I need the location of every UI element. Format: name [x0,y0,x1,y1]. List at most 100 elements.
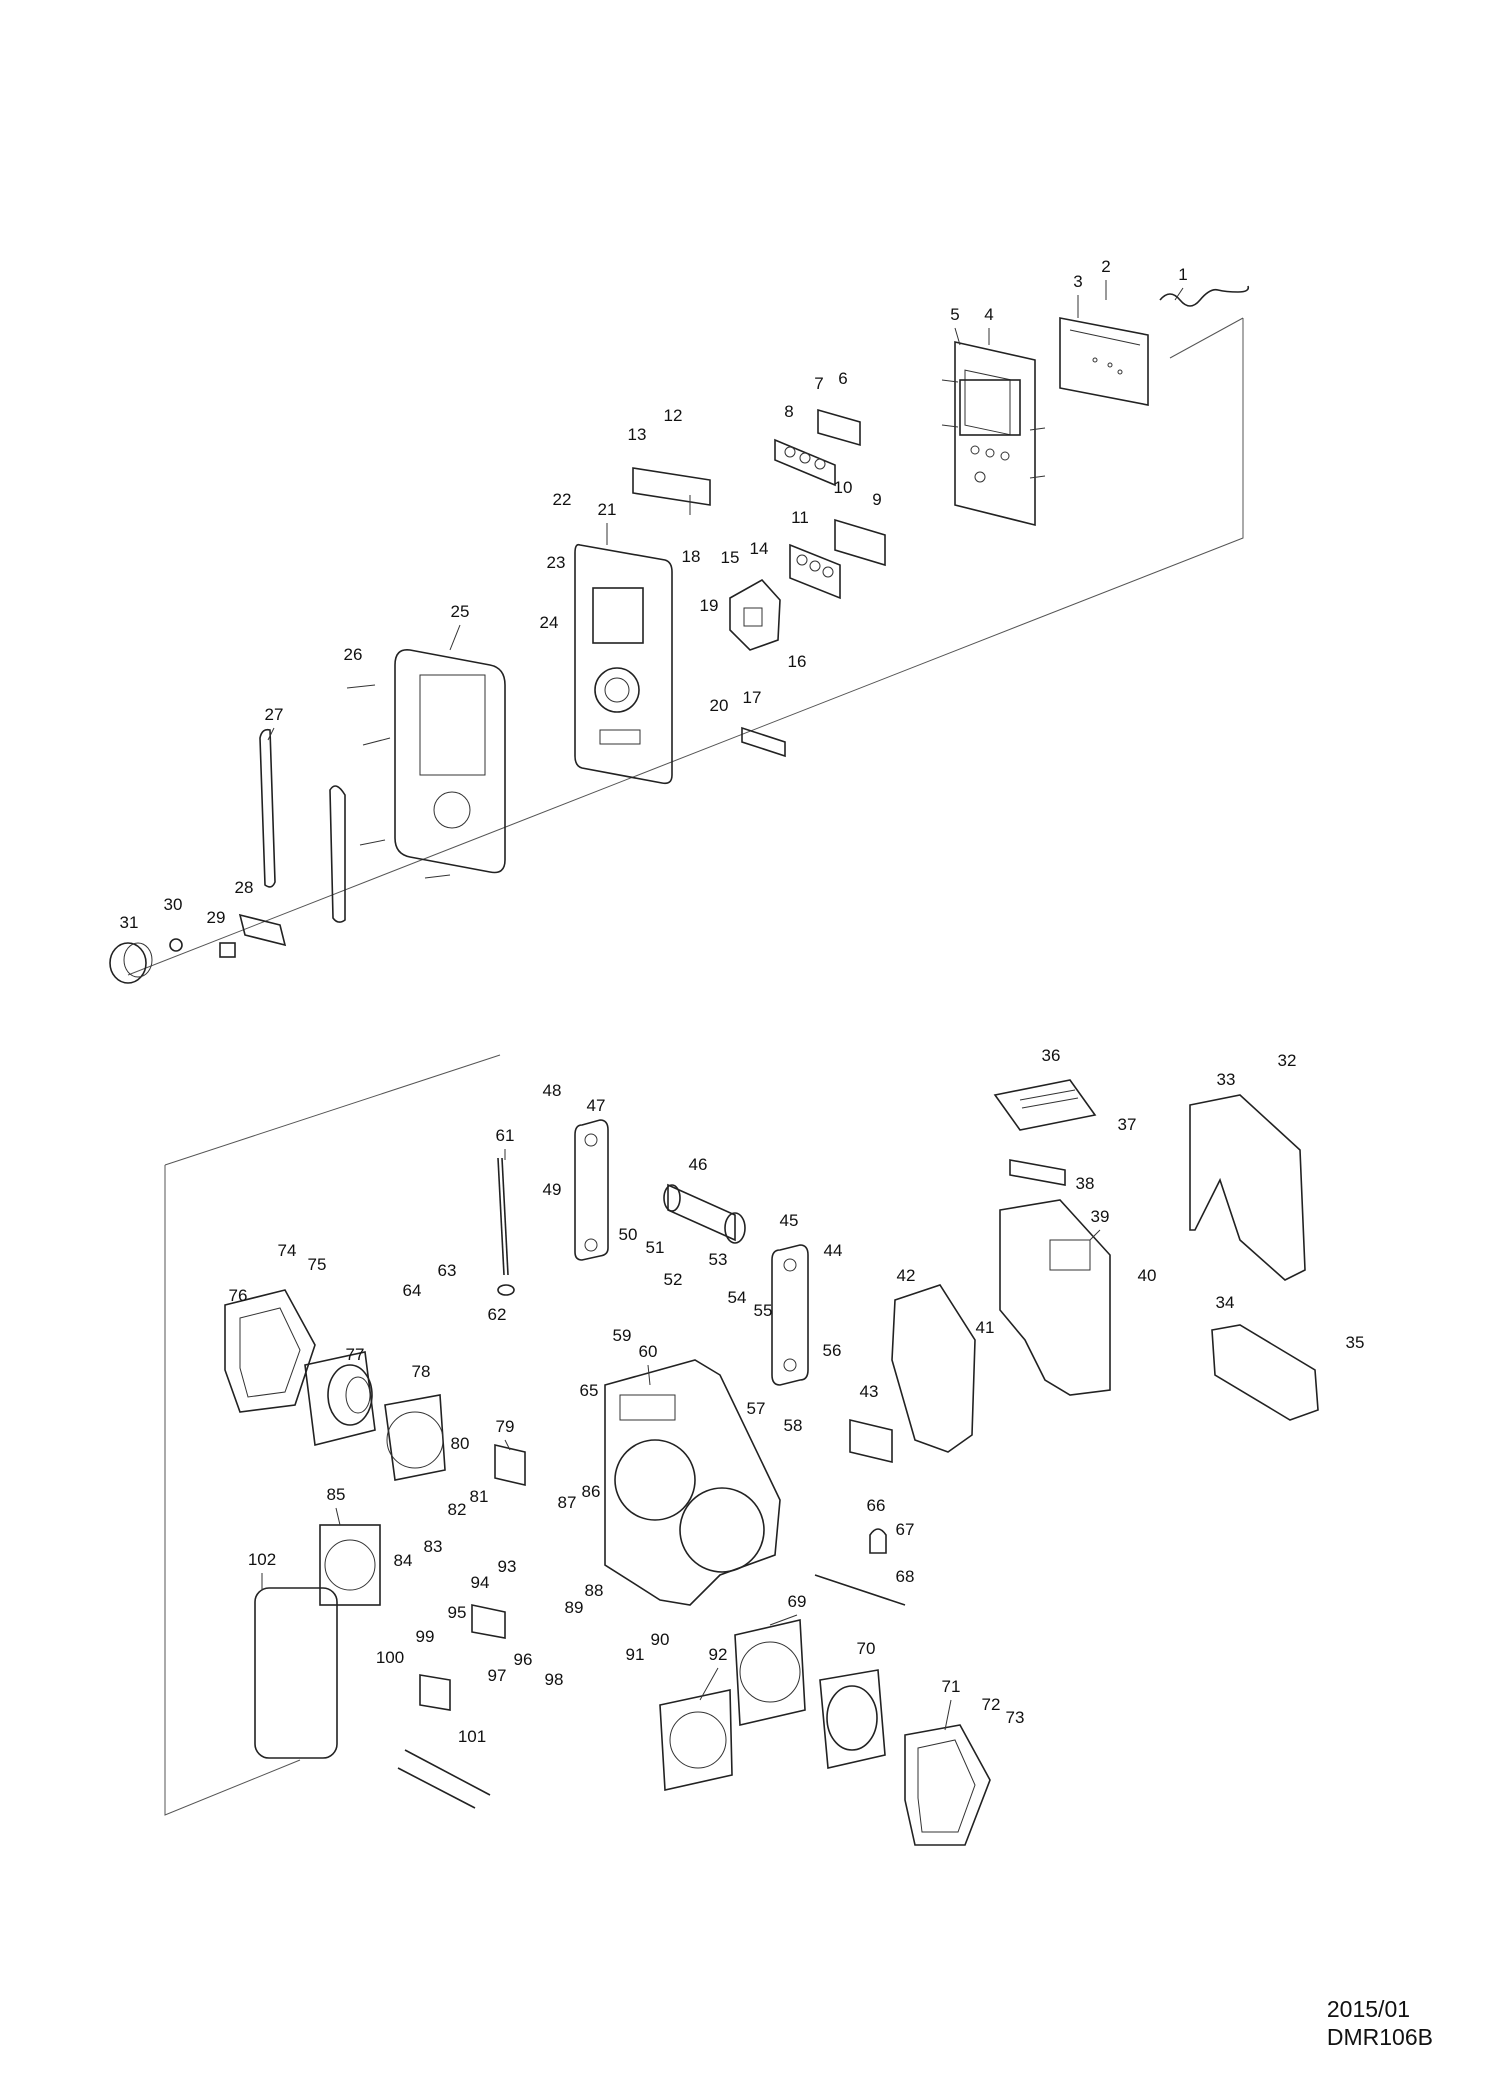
part-label-12: 12 [664,406,683,425]
part-label-84: 84 [394,1551,413,1570]
part-label-37: 37 [1118,1115,1137,1134]
part-label-46: 46 [689,1155,708,1174]
part-label-95: 95 [448,1603,467,1622]
part-label-81: 81 [470,1487,489,1506]
speaker-bracket-small [729,578,781,651]
part-label-31: 31 [120,913,139,932]
part-label-5: 5 [950,305,959,324]
part-label-80: 80 [451,1434,470,1453]
speaker-frame-right [659,1689,733,1791]
part-label-88: 88 [585,1581,604,1600]
part-label-69: 69 [788,1592,807,1611]
part-label-91: 91 [626,1645,645,1664]
part-label-32: 32 [1278,1051,1297,1070]
handle-rod-right [329,785,346,923]
part-label-2: 2 [1101,257,1110,276]
part-label-7: 7 [814,374,823,393]
part-label-14: 14 [750,539,769,558]
part-label-94: 94 [471,1573,490,1592]
part-label-56: 56 [823,1341,842,1360]
part-label-3: 3 [1073,272,1082,291]
part-label-36: 36 [1042,1046,1061,1065]
board-small-99 [419,1674,451,1711]
part-label-83: 83 [424,1537,443,1556]
part-label-70: 70 [857,1639,876,1658]
document-footer: 2015/01 DMR106B [1327,1995,1433,2051]
part-label-40: 40 [1138,1266,1157,1285]
part-label-24: 24 [540,613,559,632]
upper-assembly-box [127,317,1244,976]
part-label-22: 22 [553,490,572,509]
battery-terminal [1009,1159,1066,1186]
part-label-34: 34 [1216,1293,1235,1312]
part-label-77: 77 [346,1345,365,1364]
speaker-gasket-right [734,1619,806,1726]
part-label-18: 18 [682,547,701,566]
part-label-65: 65 [580,1381,599,1400]
part-label-74: 74 [278,1241,297,1260]
cable-ties [397,1749,491,1809]
part-label-13: 13 [628,425,647,444]
part-label-49: 49 [543,1180,562,1199]
clip-66 [869,1528,887,1554]
part-label-79: 79 [496,1417,515,1436]
lower-assembly-box [164,1054,501,1816]
side-handle [1211,1324,1319,1421]
part-label-55: 55 [754,1301,773,1320]
part-label-8: 8 [784,402,793,421]
board-small-79 [494,1443,526,1487]
part-label-21: 21 [598,500,617,519]
part-label-72: 72 [982,1695,1001,1714]
speaker-frame-left [319,1524,381,1606]
part-label-96: 96 [514,1650,533,1669]
control-board [941,341,1046,527]
part-label-38: 38 [1076,1174,1095,1193]
part-label-28: 28 [235,878,254,897]
part-label-60: 60 [639,1342,658,1361]
circuit-board-main [1059,317,1149,406]
part-label-58: 58 [784,1416,803,1435]
part-label-4: 4 [984,305,993,324]
part-label-71: 71 [942,1677,961,1696]
part-label-41: 41 [976,1318,995,1337]
part-label-61: 61 [496,1126,515,1145]
battery-cover [993,1079,1097,1131]
part-label-39: 39 [1091,1207,1110,1226]
part-label-75: 75 [308,1255,327,1274]
speaker-grille-right [904,1724,991,1846]
rear-housing [999,1199,1111,1396]
board-small-94 [471,1604,506,1639]
part-label-57: 57 [747,1399,766,1418]
part-label-73: 73 [1006,1708,1025,1727]
speaker-grille-left [224,1289,316,1413]
part-label-66: 66 [867,1496,886,1515]
document-date: 2015/01 [1326,1996,1411,2022]
part-label-23: 23 [547,553,566,572]
speaker-right [819,1669,886,1769]
part-number-labels: 1234567891011121314151617181920212223242… [120,257,1365,1746]
part-label-102: 102 [248,1550,276,1569]
part-label-63: 63 [438,1261,457,1280]
rod-68 [814,1574,906,1606]
part-label-48: 48 [543,1081,562,1100]
seal-gasket [254,1587,338,1759]
part-label-78: 78 [412,1362,431,1381]
part-label-29: 29 [207,908,226,927]
part-label-17: 17 [743,688,762,707]
switch-part [741,726,786,758]
part-label-9: 9 [872,490,881,509]
part-label-35: 35 [1346,1333,1365,1352]
screws-front-frame [346,684,451,879]
part-label-47: 47 [587,1096,606,1115]
part-label-27: 27 [265,705,284,724]
part-label-6: 6 [838,369,847,388]
part-label-54: 54 [728,1288,747,1307]
part-label-64: 64 [403,1281,422,1300]
part-label-20: 20 [710,696,729,715]
part-label-93: 93 [498,1557,517,1576]
speaker-gasket-left [384,1394,446,1481]
gasket [891,1284,976,1453]
part-label-92: 92 [709,1645,728,1664]
side-bar-right [771,1244,809,1386]
